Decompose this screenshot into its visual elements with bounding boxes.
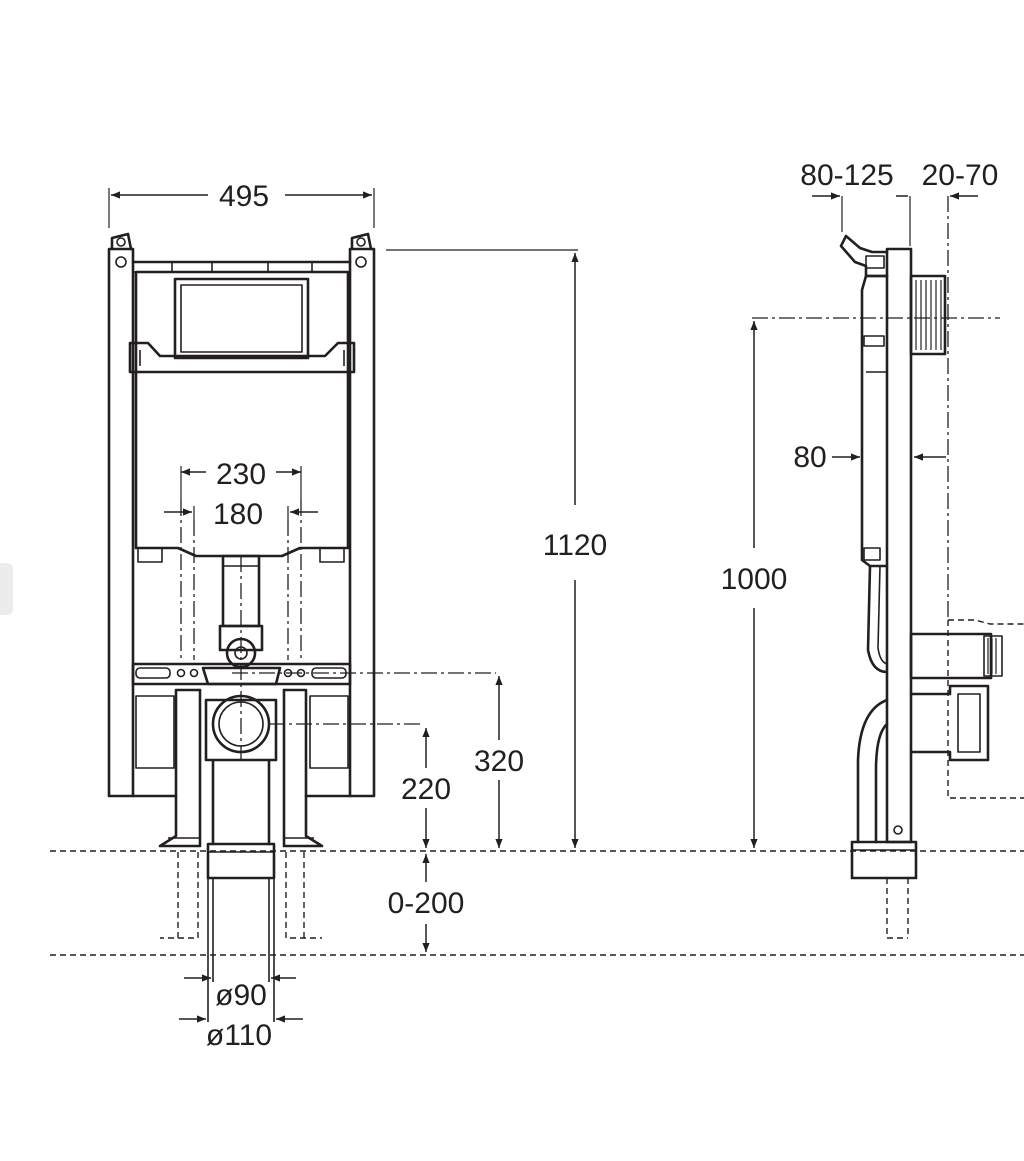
dim-side-offset: 80 [793, 441, 946, 474]
label-pipe-inner: ø90 [215, 979, 267, 1012]
dim-outer-spacing: 230 [180, 458, 302, 500]
label-wall-depth: 80-125 [800, 159, 893, 192]
dim-total-height: 1120 [386, 249, 608, 848]
label-side-offset: 80 [793, 441, 826, 474]
label-total-height: 1120 [543, 529, 608, 562]
label-connection-height: 220 [401, 773, 451, 806]
dim-flush-height: 1000 [721, 321, 788, 848]
dim-outlet-height: 320 [474, 676, 524, 848]
floor-lines [50, 850, 1024, 956]
front-feet-dashed [160, 852, 322, 1022]
front-center-lines [180, 500, 496, 760]
label-flush-height: 1000 [721, 563, 788, 596]
dim-inner-spacing: 180 [164, 498, 318, 531]
dim-connection-height: 220 [401, 728, 451, 848]
dim-pipe-inner: ø90 [184, 974, 296, 1012]
front-view-frame [107, 232, 376, 880]
side-view-guides [752, 196, 1024, 939]
dim-frame-width: 495 [108, 180, 375, 228]
label-floor-adjust: 0-200 [388, 887, 465, 920]
label-frame-width: 495 [219, 180, 269, 213]
dim-pipe-outer: ø110 [179, 1015, 303, 1052]
dim-wall-depth: 80-125 [800, 159, 894, 232]
label-outlet-height: 320 [474, 745, 524, 778]
side-view-frame [839, 234, 1003, 880]
label-inner-spacing: 180 [213, 498, 263, 531]
dim-floor-adjust: 0-200 [388, 854, 465, 952]
label-pipe-outer: ø110 [206, 1019, 272, 1052]
dim-wall-offset: 20-70 [896, 159, 998, 246]
label-outer-spacing: 230 [216, 458, 266, 491]
label-wall-offset: 20-70 [922, 159, 999, 192]
edge-tab [0, 563, 13, 615]
